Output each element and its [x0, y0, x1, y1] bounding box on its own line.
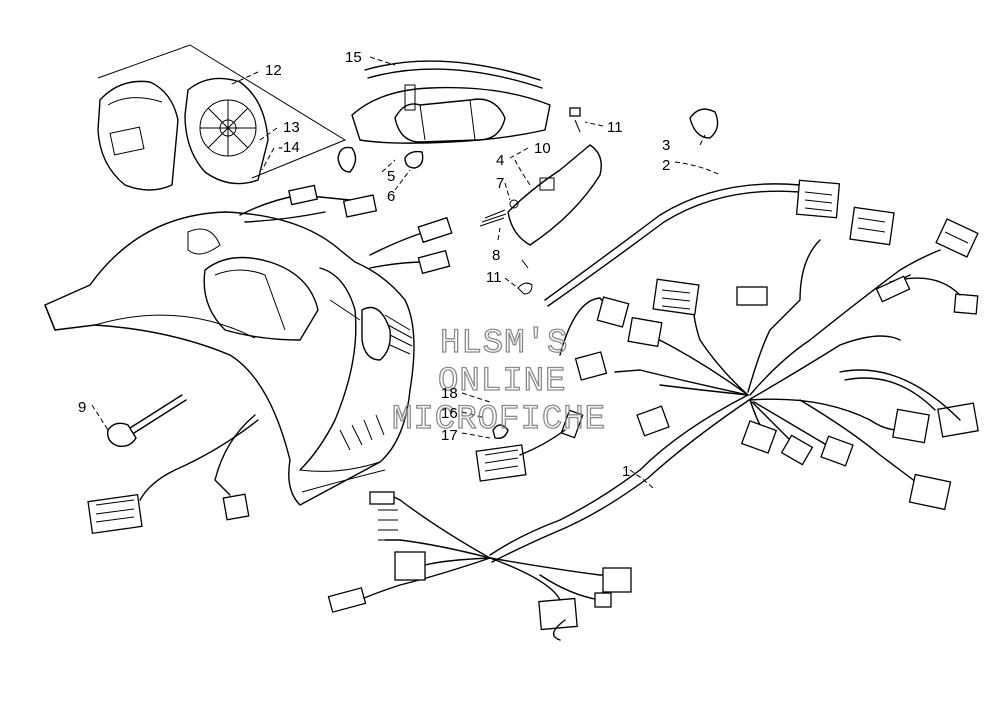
callout-3: 3 [662, 137, 670, 154]
callout-7: 7 [496, 175, 504, 192]
callout-4: 4 [496, 152, 504, 169]
callout-6: 6 [387, 188, 395, 205]
watermark-line-1: HLSM'S [440, 325, 568, 363]
left-harness [87, 414, 259, 535]
instrument-cluster [97, 44, 347, 191]
bolt-part [107, 394, 187, 448]
callout-labels: 1 2 3 4 5 6 7 8 9 10 11 11 12 13 -14 15 … [78, 49, 670, 480]
callout-16: 16 [441, 405, 458, 422]
callout-18: 18 [441, 385, 458, 402]
callout-11-upper: 11 [607, 119, 623, 136]
watermark-line-3: MICROFICHE [392, 401, 606, 439]
callout-14: -14 [278, 139, 300, 156]
watermark: HLSM'S ONLINE MICROFICHE [391, 324, 606, 439]
upper-harness [239, 184, 453, 275]
callout-13: 13 [283, 119, 300, 136]
callout-9: 9 [78, 399, 86, 416]
lower-harness [327, 491, 632, 641]
regulator-assembly [475, 409, 584, 482]
watermark-line-2: ONLINE [438, 363, 566, 401]
callout-12: 12 [265, 62, 282, 79]
callout-17: 17 [441, 427, 458, 444]
headlight-assembly [337, 60, 719, 295]
callout-8: 8 [492, 247, 500, 264]
callout-15: 15 [345, 49, 362, 66]
callout-5: 5 [387, 168, 395, 185]
callout-11-lower: 11 [486, 269, 502, 286]
leader-lines [91, 56, 721, 491]
main-harness [489, 179, 979, 563]
callout-1: 1 [622, 463, 630, 480]
callout-10: 10 [534, 140, 551, 157]
hood-assembly [44, 211, 415, 506]
callout-2: 2 [662, 157, 670, 174]
